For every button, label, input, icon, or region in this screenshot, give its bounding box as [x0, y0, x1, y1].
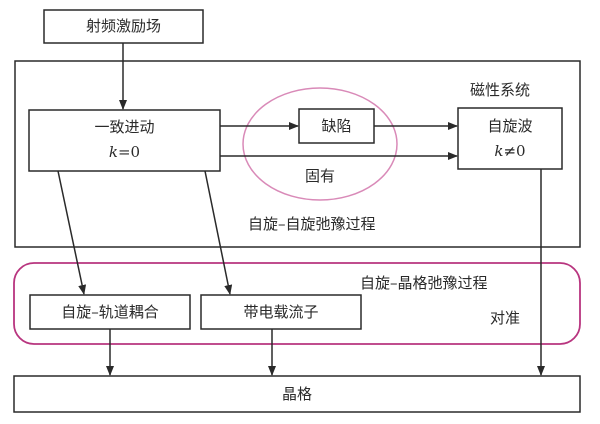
k-symbol: k	[108, 143, 118, 161]
spin-lattice-relaxation-label: 自旋–晶格弛豫过程	[360, 274, 488, 292]
spin-orbit-label: 自旋–轨道耦合	[61, 303, 159, 321]
defect-label: 缺陷	[321, 117, 352, 135]
lattice-box	[13, 375, 581, 413]
spin-lattice-region	[13, 262, 581, 345]
magnetic-system-label: 磁性系统	[470, 81, 531, 99]
arrow-precession-to-spin-orbit	[57, 170, 87, 295]
uniform-precession-title: 一致进动	[94, 118, 155, 136]
rf-field-box	[43, 9, 204, 44]
defect-box	[298, 108, 375, 144]
alignment-label: 对准	[490, 309, 521, 327]
magnetic-system-box	[14, 60, 581, 248]
arrow-precession-to-carriers	[204, 170, 233, 295]
spin-wave-k: k≠0	[458, 142, 562, 160]
k-symbol: k	[494, 142, 504, 160]
spin-spin-relaxation-label: 自旋–自旋弛豫过程	[248, 215, 376, 233]
intrinsic-ellipse	[242, 87, 398, 201]
charge-carriers-box	[200, 294, 362, 330]
charge-carriers-label: 带电载流子	[243, 303, 319, 321]
uniform-precession-box	[28, 109, 221, 172]
k-value: ≠0	[503, 142, 526, 160]
spin-wave-box	[457, 107, 563, 170]
spin-wave-title: 自旋波	[487, 117, 533, 135]
spin-orbit-box	[29, 294, 191, 330]
rf-field-label: 射频激励场	[85, 17, 161, 35]
lattice-label: 晶格	[281, 385, 312, 403]
k-value: =0	[117, 143, 141, 161]
uniform-precession-k: k=0	[29, 143, 220, 161]
intrinsic-label: 固有	[304, 167, 335, 185]
